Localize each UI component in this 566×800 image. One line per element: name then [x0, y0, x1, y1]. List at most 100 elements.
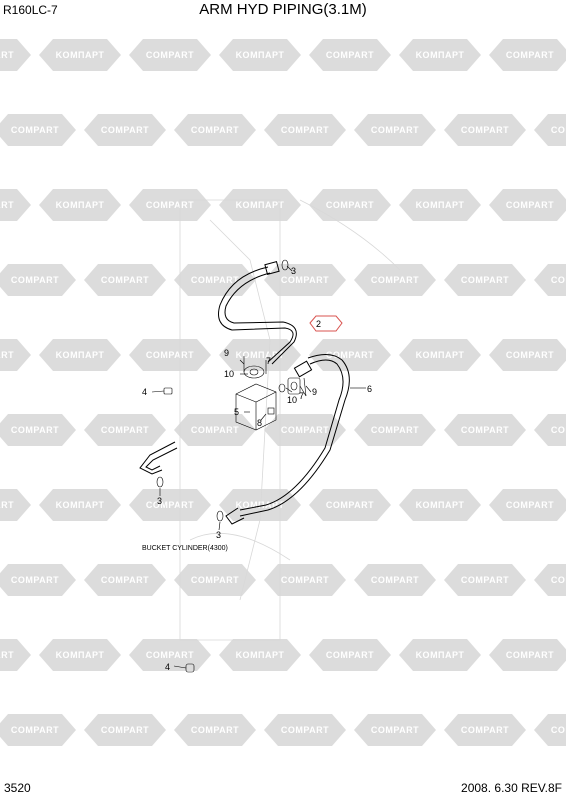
watermark-tile: COMPART — [534, 114, 566, 146]
pipe-bucket — [139, 441, 178, 488]
watermark-tile: COMPART — [264, 114, 346, 146]
callout-10b[interactable]: 10 — [287, 395, 297, 405]
watermark-tile: COMPART — [129, 489, 211, 521]
hose-upper — [218, 259, 297, 365]
watermark-tile: KOMПАРТ — [399, 639, 481, 671]
watermark-text: COMPART — [371, 725, 419, 735]
callout-3b[interactable]: 3 — [157, 496, 162, 506]
watermark-text: COMPART — [191, 125, 239, 135]
watermark-text: COMPART — [11, 725, 59, 735]
watermark-text: COMPART — [461, 425, 509, 435]
page-title: ARM HYD PIPING(3.1M) — [199, 1, 367, 18]
watermark-tile: KOMПАРТ — [399, 39, 481, 71]
watermark-text: KOMПАРТ — [236, 350, 285, 360]
watermark-tile: COMPART — [129, 339, 211, 371]
watermark-text: KOMПАРТ — [416, 500, 465, 510]
watermark-text: KOMПАРТ — [236, 500, 285, 510]
watermark-tile: COMPART — [444, 264, 526, 296]
watermark-tile: COMPART — [0, 414, 76, 446]
callout-10a[interactable]: 10 — [224, 369, 234, 379]
watermark-text: COMPART — [326, 650, 374, 660]
watermark-text: KOMПАРТ — [56, 50, 105, 60]
callout-9b[interactable]: 9 — [312, 387, 317, 397]
watermark-text: KOMПАРТ — [56, 500, 105, 510]
watermark-tile: KOMПАРТ — [219, 639, 301, 671]
callout-6[interactable]: 6 — [367, 384, 372, 394]
watermark-tile: COMPART — [84, 264, 166, 296]
callout-3c[interactable]: 3 — [216, 530, 221, 540]
watermark-tile: COMPART — [0, 714, 76, 746]
watermark-text: COMPART — [551, 275, 566, 285]
watermark-tile: COMPART — [354, 264, 436, 296]
watermark-text: COMPART — [461, 575, 509, 585]
watermark-text: COMPART — [551, 575, 566, 585]
watermark-text: COMPART — [0, 200, 14, 210]
footer-date-revision: 2008. 6.30 REV.8F — [461, 781, 562, 795]
callout-2[interactable]: 2 — [316, 319, 321, 329]
watermark-tile: COMPART — [309, 639, 391, 671]
watermark-tile: KOMПАРТ — [219, 489, 301, 521]
watermark-text: COMPART — [461, 725, 509, 735]
watermark-tile: COMPART — [84, 114, 166, 146]
watermark-tile: COMPART — [129, 39, 211, 71]
watermark-tile: KOMПАРТ — [399, 189, 481, 221]
watermark-text: COMPART — [551, 125, 566, 135]
watermark-tile: COMPART — [489, 189, 566, 221]
watermark-text: COMPART — [506, 650, 554, 660]
watermark-text: COMPART — [146, 350, 194, 360]
watermark-text: COMPART — [506, 200, 554, 210]
watermark-tile: COMPART — [309, 189, 391, 221]
watermark-tile: COMPART — [264, 264, 346, 296]
watermark-text: COMPART — [281, 725, 329, 735]
header-model: R160LC-7 — [3, 3, 58, 17]
watermark-text: COMPART — [191, 575, 239, 585]
callout-8[interactable]: 8 — [257, 418, 262, 428]
watermark-text: KOMПАРТ — [236, 50, 285, 60]
watermark-tile: COMPART — [0, 564, 76, 596]
callout-9a[interactable]: 9 — [224, 348, 229, 358]
watermark-tile: KOMПАРТ — [219, 339, 301, 371]
valve-block — [235, 383, 277, 431]
callout-4a[interactable]: 4 — [142, 387, 147, 397]
watermark-tile: COMPART — [534, 414, 566, 446]
part-2-marker[interactable] — [309, 315, 343, 332]
watermark-tile: COMPART — [264, 414, 346, 446]
watermark-text: COMPART — [551, 725, 566, 735]
hose-long — [216, 354, 350, 525]
leader-lines — [151, 265, 366, 669]
watermark-tile: COMPART — [354, 564, 436, 596]
watermark-tile: KOMПАРТ — [39, 39, 121, 71]
watermark-tile: KOMПАРТ — [219, 189, 301, 221]
watermark-tile: COMPART — [0, 189, 31, 221]
callout-4b[interactable]: 4 — [165, 662, 170, 672]
watermark-text: COMPART — [0, 50, 14, 60]
watermark-text: COMPART — [371, 275, 419, 285]
watermark-tile: COMPART — [444, 714, 526, 746]
watermark-text: COMPART — [326, 350, 374, 360]
callout-3a[interactable]: 3 — [291, 266, 296, 276]
watermark-tile: COMPART — [174, 714, 256, 746]
watermark-layer: COMPART KOMПАРТ COMPART KOMПАРТ COMPART KOMПА… — [0, 39, 566, 746]
watermark-text: COMPART — [326, 50, 374, 60]
watermark-text: COMPART — [146, 500, 194, 510]
watermark-text: COMPART — [371, 425, 419, 435]
watermark-text: COMPART — [326, 200, 374, 210]
watermark-tile: KOMПАРТ — [399, 489, 481, 521]
callout-7b[interactable]: 7 — [299, 391, 304, 401]
watermark-text: COMPART — [371, 575, 419, 585]
watermark-text: COMPART — [101, 125, 149, 135]
watermark-tile: COMPART — [354, 114, 436, 146]
watermark-tile: COMPART — [84, 414, 166, 446]
flange-right — [278, 377, 307, 397]
watermark-tile: COMPART — [174, 564, 256, 596]
watermark-tile: COMPART — [489, 339, 566, 371]
watermark-tile: KOMПАРТ — [399, 339, 481, 371]
callout-5[interactable]: 5 — [234, 407, 239, 417]
watermark-tile: COMPART — [0, 639, 31, 671]
bucket-cylinder-caption: BUCKET CYLINDER(4300) — [142, 545, 228, 552]
callout-7a[interactable]: 7 — [266, 356, 271, 366]
watermark-text: COMPART — [146, 200, 194, 210]
watermark-text: COMPART — [461, 275, 509, 285]
watermark-text: COMPART — [11, 125, 59, 135]
watermark-text: COMPART — [461, 125, 509, 135]
